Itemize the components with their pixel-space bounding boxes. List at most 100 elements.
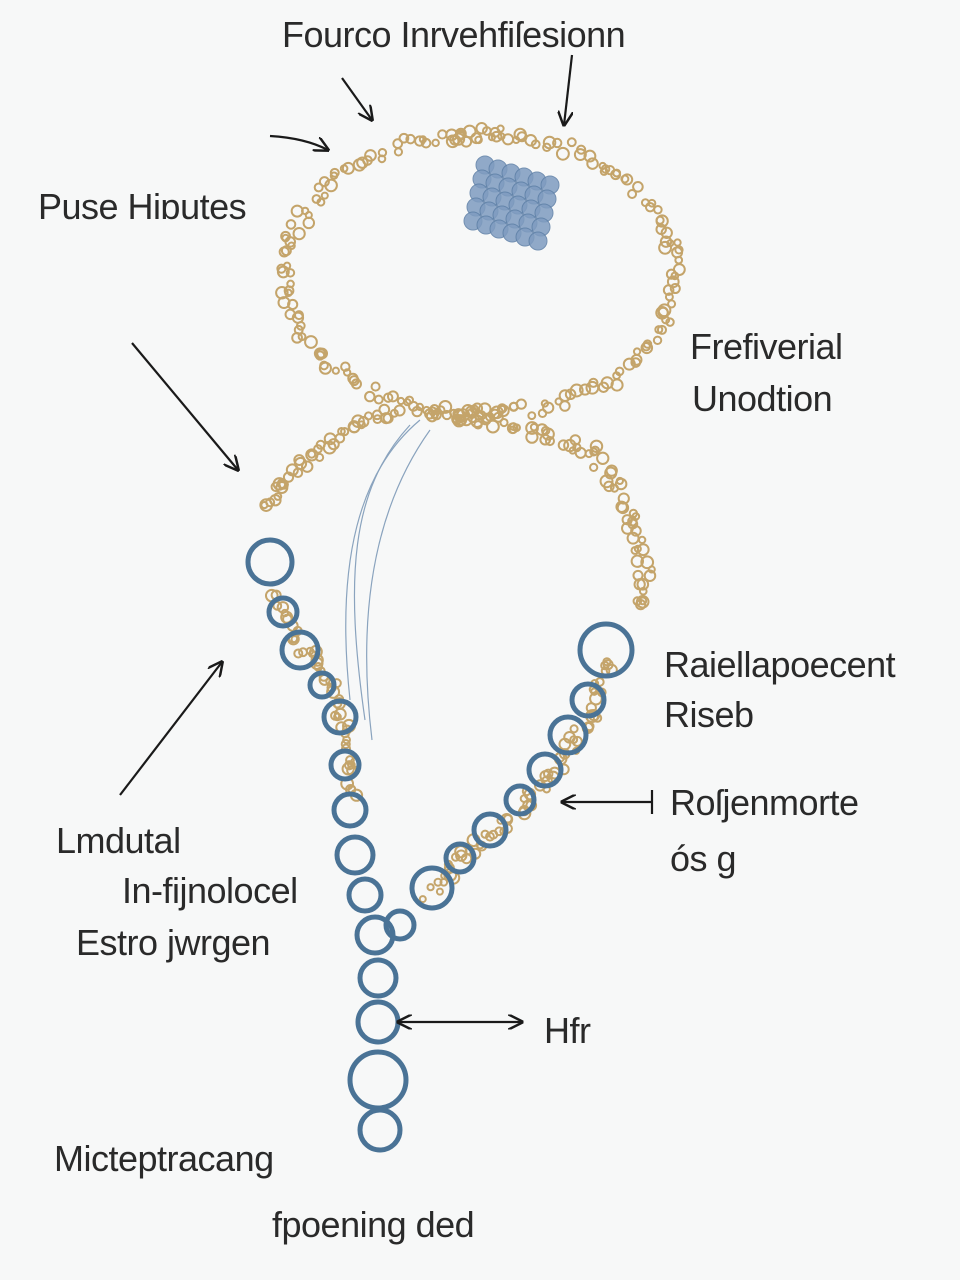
tan-bead [305,448,319,462]
arrow-curved-left [269,134,328,150]
tan-bead [340,427,350,437]
tan-bead [287,298,299,311]
tan-bead [636,577,650,591]
tan-bead [265,497,276,508]
tan-bead [302,216,316,230]
tan-bead [462,124,477,139]
tan-bead [554,397,563,406]
tan-bead [480,414,492,426]
blue-bead [279,629,321,671]
tan-bead [603,480,615,493]
tan-bead [632,347,642,356]
tan-bead [273,492,283,501]
tan-bead [382,412,394,424]
tan-bead [357,420,366,430]
tan-bead [658,240,673,255]
tan-bead [640,555,655,570]
tan-bead [586,157,599,170]
blue-bead [307,670,337,700]
tan-bead [285,268,296,278]
tan-bead [485,831,495,842]
blue-bead [328,748,362,782]
tan-bead [383,392,394,403]
tan-bead [364,390,376,403]
label-left-lower-3: Estro jwrgen [76,922,271,963]
tan-bead [320,191,329,200]
tan-bead [281,233,290,243]
tan-bead [340,361,351,372]
tan-bead [656,324,668,335]
tan-bead [333,712,342,722]
tan-bead [630,525,642,537]
tan-bead [285,219,297,230]
tan-bead [609,483,619,493]
tan-bead [589,462,599,472]
tan-bead [386,390,399,403]
blue-bead [347,1049,409,1111]
tan-bead [287,241,296,251]
blue-bead [569,681,607,719]
label-bottom: fpoening ded [272,1204,475,1245]
tan-bead [270,481,282,493]
tan-bead [474,135,483,145]
arrows [119,54,654,1022]
tan-bead [331,366,340,375]
blue-bead [355,999,401,1045]
tan-bead [480,829,490,839]
tan-bead [284,308,296,321]
label-right-mid-2: Unodtion [692,378,833,419]
tan-bead [557,439,570,451]
blue-bead [409,865,455,911]
tan-bead [362,155,373,166]
tan-bead [620,174,630,184]
tan-bead [596,451,610,465]
tan-bead [513,127,527,142]
tan-bead [415,402,424,412]
tan-bead [585,380,600,395]
tan-bead [389,408,399,418]
tan-bead [610,169,622,181]
tan-bead [600,164,611,174]
tan-bead [659,235,673,248]
tan-bead [626,531,640,545]
tan-bead [542,135,557,150]
tan-bead [291,331,303,344]
tan-bead [316,197,326,207]
tan-bead [669,283,681,295]
tan-bead [640,341,654,355]
blue-bead [266,595,300,629]
tan-bead [673,238,682,247]
tan-bead [315,348,327,359]
tan-bead [286,279,295,289]
tan-bead [630,357,642,368]
tan-bead [537,408,548,419]
blue-bead [577,621,635,679]
tan-bead [635,599,647,611]
tan-bead [370,381,381,392]
label-right-lower-1: Raiellapoecent [664,644,896,685]
tan-bead [292,226,306,241]
tan-bead [610,378,624,392]
tan-bead [393,147,404,157]
tan-bead [290,635,299,644]
tan-bead [313,182,324,193]
tan-bead [435,405,446,415]
label-hfr: Hfr [544,1010,591,1051]
tan-bead-chain [259,122,686,904]
tan-bead [573,148,587,162]
tan-bead [280,610,294,624]
tan-bead [475,122,488,135]
tan-bead [435,887,444,896]
tan-bead [437,129,448,140]
blue-bead [245,537,295,587]
blue-bead [443,841,477,875]
blue-bead [526,751,564,789]
blue-bead [357,957,399,999]
label-right-arrow-2: ós g [670,838,737,879]
tan-bead [414,135,426,147]
blue-bead [471,811,509,849]
blue-bead [547,714,589,756]
tan-bead [304,335,318,349]
tan-bead [636,543,650,557]
blue-bead [331,791,369,829]
